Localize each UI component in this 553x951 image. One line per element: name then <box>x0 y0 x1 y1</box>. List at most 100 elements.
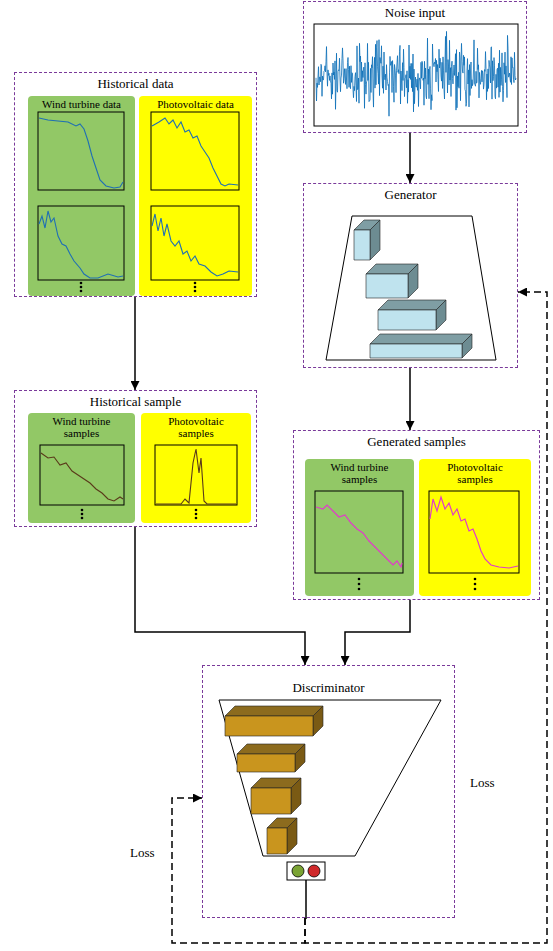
layer-block <box>354 230 370 260</box>
layer-block <box>251 788 291 814</box>
drawing-polyline <box>41 453 123 501</box>
node-heading: Photovoltaic samples <box>141 413 251 439</box>
drawing-circle <box>358 588 361 591</box>
drawing-rect <box>314 24 518 126</box>
drawing-circle <box>308 865 320 877</box>
drawing-circle <box>195 509 198 512</box>
drawing-circle <box>358 583 361 586</box>
drawing-polyline <box>152 214 238 276</box>
edge-label: Loss <box>128 845 157 861</box>
layer-block <box>366 274 408 298</box>
loss-feedback-line <box>172 798 305 943</box>
dashed-group-box: Historical data Wind turbine data Photov… <box>14 72 257 297</box>
data-panel: Photovoltaic samples <box>419 459 531 596</box>
layer-block <box>370 334 472 344</box>
drawing-circle <box>194 282 197 285</box>
dashed-group-box: Historical sample Wind turbine samples P… <box>14 390 257 527</box>
drawing-circle <box>474 588 477 591</box>
illustration <box>203 666 456 919</box>
layer-block <box>291 778 301 814</box>
layer-block <box>267 828 287 854</box>
flow-arrow <box>409 133 411 183</box>
drawing-rect <box>40 445 124 505</box>
node-heading: Wind turbine data <box>28 96 135 110</box>
data-panel: Wind turbine samples <box>28 413 135 523</box>
drawing-polyline <box>156 449 236 504</box>
flow-arrow <box>134 297 136 390</box>
illustration <box>139 96 252 293</box>
node-heading: Generated samples <box>294 431 539 450</box>
layer-block <box>370 220 380 260</box>
data-panel: Wind turbine samples <box>305 459 414 596</box>
drawing-rect <box>155 445 237 505</box>
drawing-rect <box>151 112 239 190</box>
drawing-circle <box>474 578 477 581</box>
layer-block <box>436 300 446 330</box>
drawing-circle <box>81 509 84 512</box>
dashed-group-box: Generator <box>303 183 518 368</box>
dashed-group-box: Generated samples Wind turbine samples P… <box>293 430 540 600</box>
node-heading: Historical data <box>15 73 256 92</box>
drawing-polyline <box>152 118 238 186</box>
layer-block <box>237 754 295 772</box>
drawing-circle <box>358 578 361 581</box>
drawing-circle <box>81 517 84 520</box>
drawing-polygon <box>219 700 441 856</box>
dashed-group-box: Noise input <box>303 1 527 133</box>
illustration <box>28 96 135 293</box>
drawing-circle <box>81 513 84 516</box>
drawing-circle <box>80 290 83 293</box>
drawing-polyline <box>316 505 402 567</box>
drawing-circle <box>195 513 198 516</box>
data-panel: Photovoltaic data <box>139 96 252 296</box>
drawing-polyline <box>39 211 123 278</box>
layer-block <box>462 334 472 358</box>
drawing-circle <box>80 282 83 285</box>
drawing-rect <box>287 862 325 880</box>
drawing-circle <box>194 290 197 293</box>
drawing-circle <box>292 865 304 877</box>
dashed-group-box: Discriminator <box>202 665 455 918</box>
node-heading: Discriminator <box>203 666 454 696</box>
drawing-rect <box>38 206 124 280</box>
node-heading: Noise input <box>304 2 526 21</box>
drawing-rect <box>151 206 239 280</box>
flow-arrow <box>345 600 410 665</box>
drawing-circle <box>80 286 83 289</box>
drawing-rect <box>315 491 403 573</box>
illustration <box>304 2 528 134</box>
node-heading: Wind turbine samples <box>28 413 135 439</box>
layer-block <box>295 744 305 772</box>
layer-block <box>313 706 323 736</box>
drawing-circle <box>195 517 198 520</box>
drawing-line <box>305 880 307 919</box>
drawing-rect <box>38 112 124 190</box>
node-heading: Historical sample <box>15 391 256 410</box>
layer-block <box>378 310 436 330</box>
flow-arrow <box>409 368 411 430</box>
drawing-polyline <box>430 497 518 568</box>
drawing-circle <box>474 583 477 586</box>
drawing-polyline <box>39 118 123 188</box>
node-heading: Wind turbine samples <box>305 459 414 485</box>
layer-block <box>237 744 305 754</box>
node-heading: Photovoltaic data <box>139 96 252 110</box>
drawing-path <box>316 31 516 116</box>
data-panel: Photovoltaic samples <box>141 413 251 523</box>
flow-arrow <box>135 527 305 665</box>
layer-block <box>225 716 313 736</box>
illustration <box>304 184 519 369</box>
layer-block <box>287 818 297 854</box>
data-panel: Wind turbine data <box>28 96 135 296</box>
node-heading: Generator <box>304 184 517 203</box>
drawing-rect <box>429 491 519 573</box>
layer-block <box>370 344 462 358</box>
node-heading: Photovoltaic samples <box>419 459 531 485</box>
layer-block <box>408 264 418 298</box>
layer-block <box>378 300 446 310</box>
layer-block <box>225 706 323 716</box>
edge-label: Loss <box>468 775 497 791</box>
drawing-polygon <box>326 216 496 360</box>
drawing-circle <box>194 286 197 289</box>
